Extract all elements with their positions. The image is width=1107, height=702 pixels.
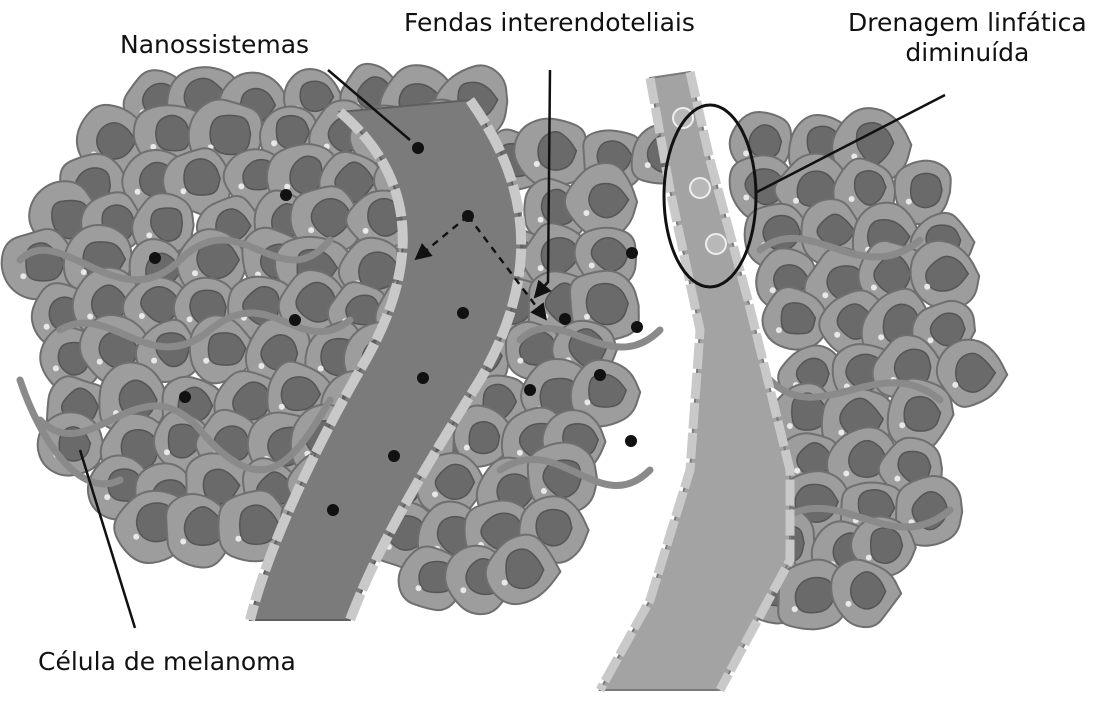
nanosystem-particle <box>289 314 301 326</box>
nanosystem-particle <box>149 252 161 264</box>
nanosystem-particle <box>327 504 339 516</box>
nanosystem-particle <box>412 142 424 154</box>
nanosystem-particle <box>625 435 637 447</box>
label-drenagem-linfatica: Drenagem linfática diminuída <box>848 8 1087 68</box>
nanosystem-particle <box>457 307 469 319</box>
label-drenagem-line1: Drenagem linfática <box>848 8 1087 38</box>
nanosystem-particle <box>524 384 536 396</box>
nanosystem-particle <box>280 189 292 201</box>
label-nanossistemas: Nanossistemas <box>120 30 309 60</box>
label-drenagem-line2: diminuída <box>848 38 1087 68</box>
nanosystem-particle <box>559 313 571 325</box>
label-celula-de-melanoma: Célula de melanoma <box>38 647 296 677</box>
nanosystem-particle <box>179 391 191 403</box>
nanosystem-particle <box>417 372 429 384</box>
nanosystem-particle <box>631 321 643 333</box>
label-fendas-interendoteliais: Fendas interendoteliais <box>404 8 695 38</box>
nanosystem-particle <box>594 369 606 381</box>
nanosystem-particle <box>388 450 400 462</box>
nanosystem-particle <box>626 247 638 259</box>
